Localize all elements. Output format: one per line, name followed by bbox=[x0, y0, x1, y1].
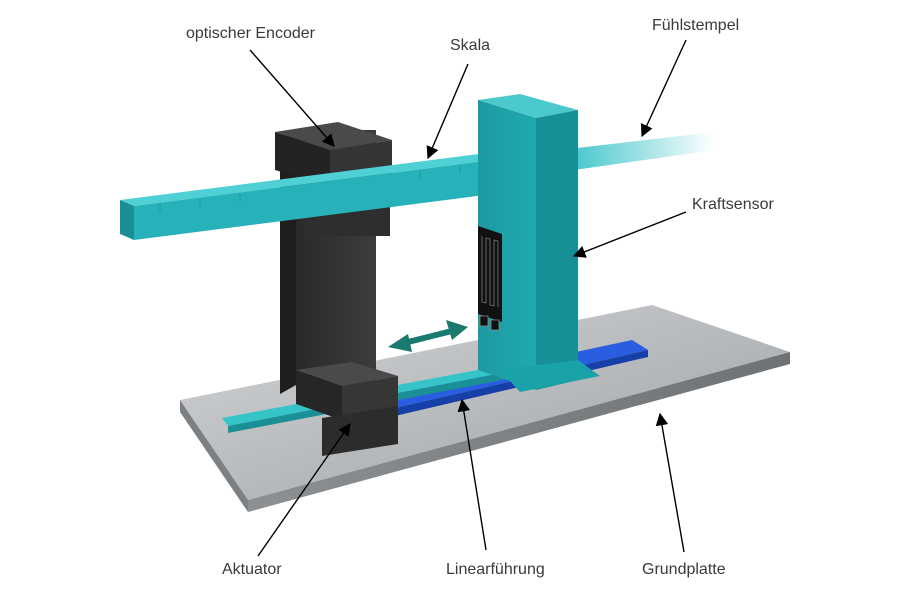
label-optical-encoder: optischer Encoder bbox=[186, 26, 315, 42]
label-scale: Skala bbox=[450, 38, 490, 54]
label-base-plate: Grundplatte bbox=[642, 562, 726, 578]
label-linear-guide: Linearführung bbox=[446, 562, 545, 578]
leader-force-sensor bbox=[574, 212, 686, 256]
leader-scale bbox=[428, 64, 468, 158]
label-actuator: Aktuator bbox=[222, 562, 282, 578]
leader-base-plate bbox=[660, 414, 684, 552]
probe-rod bbox=[560, 132, 715, 172]
label-force-sensor: Kraftsensor bbox=[692, 197, 774, 213]
strain-gauge bbox=[478, 226, 502, 330]
leader-probe bbox=[642, 40, 686, 136]
label-probe: Fühlstempel bbox=[652, 18, 739, 34]
